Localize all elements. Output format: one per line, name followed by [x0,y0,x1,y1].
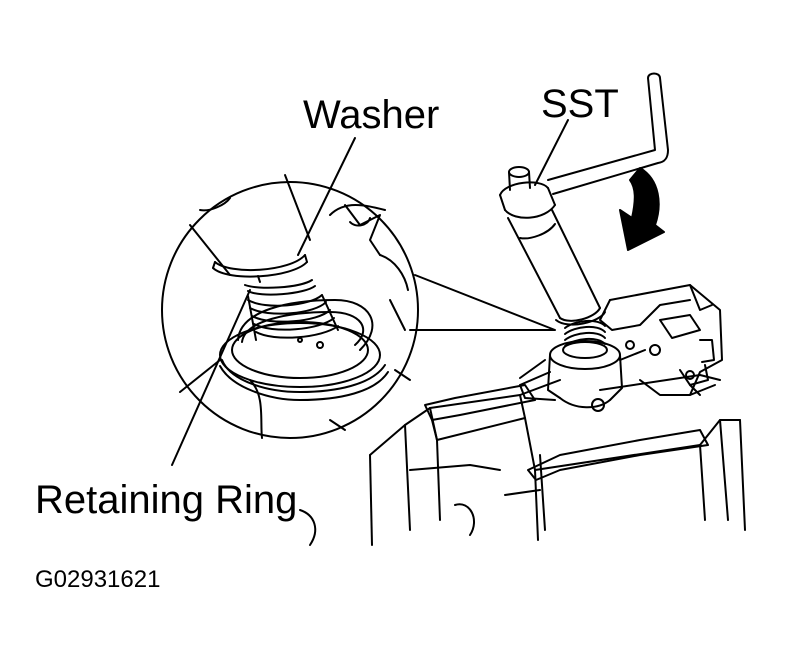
vise-jaw-left [425,385,535,440]
vise-jaw-right [528,430,708,480]
spring-large [248,295,338,340]
sst-label: SST [541,82,619,126]
retaining-ring [245,280,315,295]
sst-tool [500,167,605,325]
transmission-housing [300,375,745,545]
retaining-ring-label: Retaining Ring [35,478,298,522]
washer-label: Washer [303,93,440,137]
spring-small [565,321,605,346]
washer [213,255,307,282]
valve-boss [520,341,645,411]
valve-body-right [600,285,722,395]
sst-hex-key [548,74,668,195]
callout-wedge [410,275,555,330]
washer-leader [298,138,355,255]
figure-code: G02931621 [35,566,161,593]
sst-leader [535,120,568,185]
retaining-ring-leader [172,290,250,465]
curved-arrow-down-icon [620,168,664,250]
magnified-detail [162,175,418,438]
